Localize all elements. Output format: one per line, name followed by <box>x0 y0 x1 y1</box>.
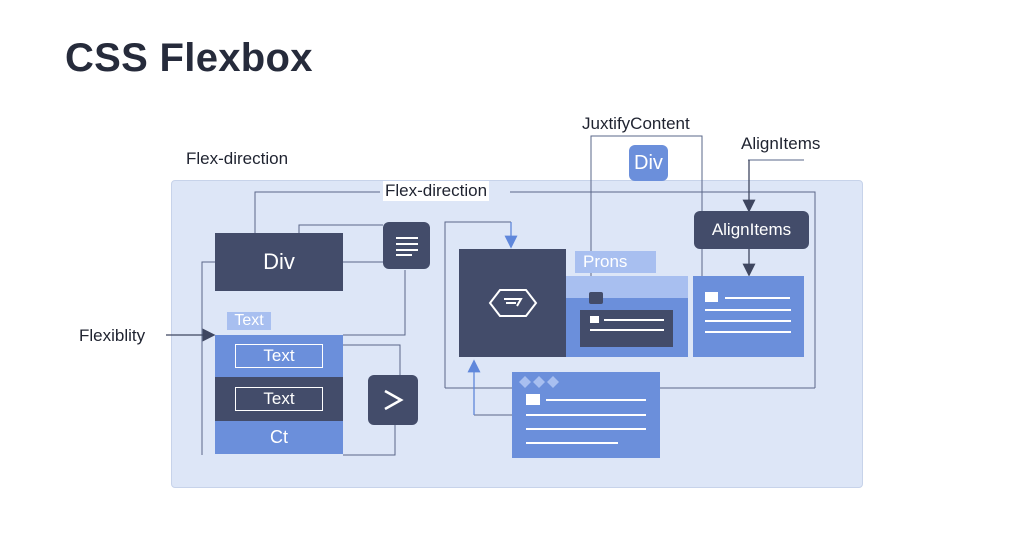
card-line <box>526 442 618 444</box>
card-line <box>604 319 664 321</box>
card-line <box>546 399 646 401</box>
card-line <box>590 329 664 331</box>
div-node: Div <box>215 233 343 291</box>
stack-item-1: Text <box>215 335 343 377</box>
div-top-node: Div <box>629 145 668 181</box>
chevron-right-icon <box>368 375 418 425</box>
envelope-list-icon <box>512 372 660 458</box>
stack-text-2: Text <box>235 387 323 411</box>
card-line <box>705 320 791 322</box>
pin-icon <box>589 292 603 304</box>
stack-ct: Ct <box>215 421 343 454</box>
dots-icon <box>519 375 563 393</box>
mail-square <box>526 394 540 405</box>
card-line <box>705 331 791 333</box>
prons-tag: Prons <box>575 251 656 273</box>
text-tag: Text <box>227 312 271 330</box>
justify-content-label: JuxtifyContent <box>582 114 690 133</box>
page-title: CSS Flexbox <box>65 36 313 80</box>
hexagon-link-icon <box>459 249 566 357</box>
card-line <box>705 309 791 311</box>
flexibility-label: Flexiblity <box>79 326 146 345</box>
stack-text-1: Text <box>235 344 323 368</box>
align-items-node: AlignItems <box>694 211 809 249</box>
card-square <box>590 316 599 323</box>
flex-direction-label: Flex-direction <box>186 149 289 168</box>
align-items-label: AlignItems <box>741 134 821 153</box>
flex-direction-panel-label: Flex-direction <box>383 181 490 201</box>
card-list-icon <box>580 310 673 347</box>
card-line <box>526 414 646 416</box>
middle-strip <box>566 276 688 298</box>
aligned-card <box>693 276 804 357</box>
card-square <box>705 292 718 302</box>
stack-item-2: Text <box>215 377 343 421</box>
card-line <box>725 297 790 299</box>
document-lines-icon <box>383 222 430 269</box>
card-line <box>526 428 646 430</box>
